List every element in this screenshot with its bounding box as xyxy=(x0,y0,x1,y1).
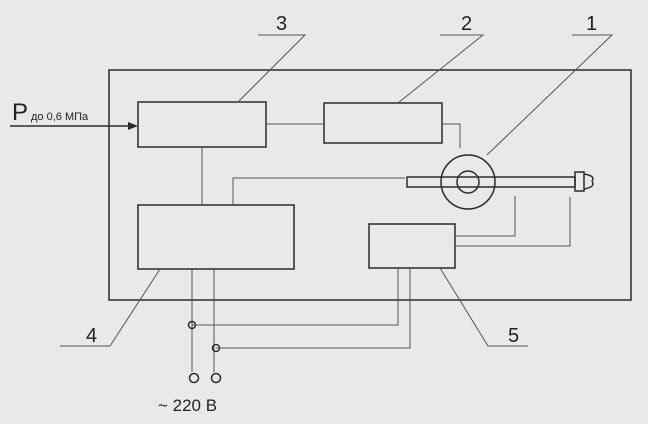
link-5-sensor xyxy=(455,196,516,237)
block-3 xyxy=(137,101,267,148)
label-3: 3 xyxy=(276,13,287,35)
sensor-rod xyxy=(406,176,576,188)
pressure-range-label: до 0,6 МПа xyxy=(31,111,89,123)
leader-4 xyxy=(60,268,161,347)
probe-jaw xyxy=(583,173,594,190)
pressure-input-arrowhead xyxy=(128,122,138,130)
power-supply-label: ~ 220 В xyxy=(158,396,217,415)
terminal-left xyxy=(188,372,200,384)
sensor-outer-ring xyxy=(440,154,496,210)
block-2 xyxy=(323,102,443,144)
block-5 xyxy=(368,223,456,269)
label-4: 4 xyxy=(86,325,97,347)
leader-2 xyxy=(397,34,485,104)
link-4-sensor xyxy=(232,177,405,205)
terminal-right xyxy=(210,372,222,384)
label-1: 1 xyxy=(586,13,597,35)
pressure-symbol: P xyxy=(12,99,28,126)
link-2-sensor xyxy=(442,123,461,148)
label-2: 2 xyxy=(461,13,472,35)
power-wire-5-a xyxy=(192,268,399,326)
leader-3 xyxy=(237,34,307,103)
leader-1 xyxy=(486,34,614,156)
power-wire-5-b xyxy=(216,268,411,349)
label-5: 5 xyxy=(508,325,519,347)
probe-tip xyxy=(574,171,585,192)
block-4 xyxy=(137,204,295,270)
leader-5 xyxy=(439,267,528,347)
enclosure-frame xyxy=(108,69,632,301)
link-5-probe xyxy=(455,197,571,247)
sensor-inner-ring xyxy=(456,170,480,194)
